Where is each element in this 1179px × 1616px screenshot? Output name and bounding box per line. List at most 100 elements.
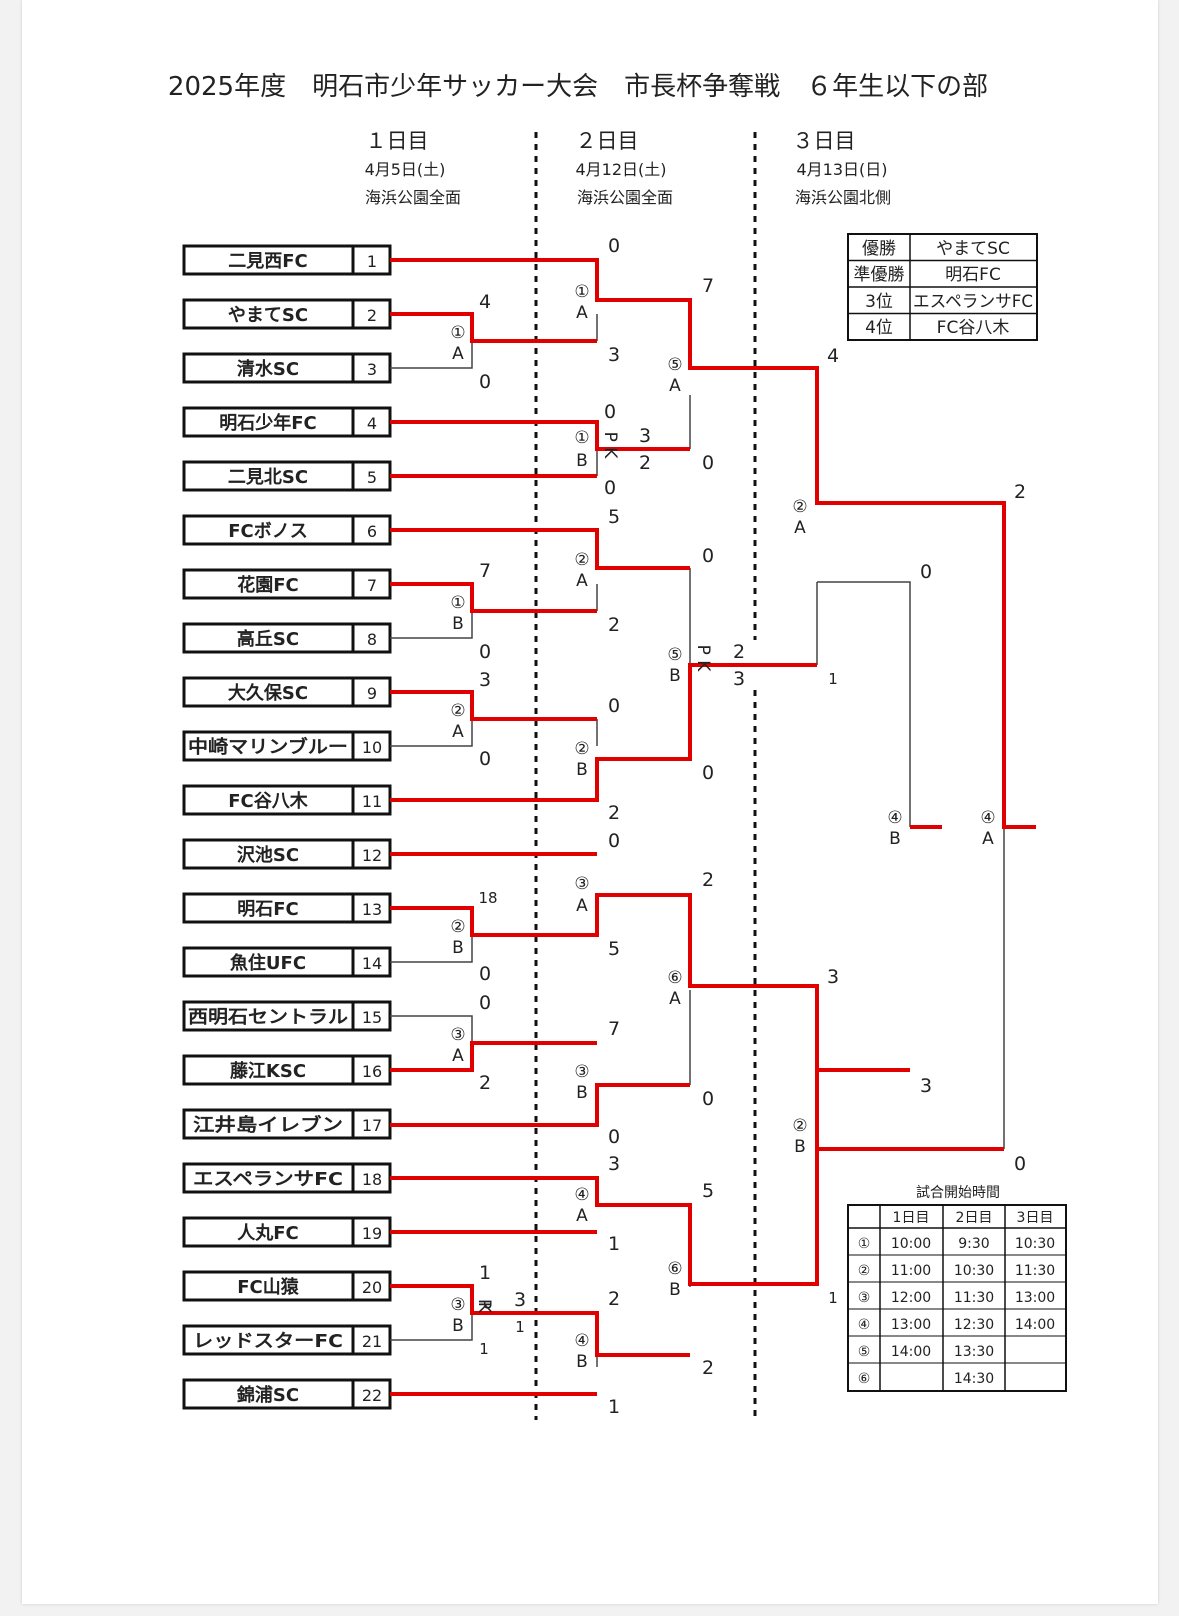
- team-name: FC谷八木: [228, 790, 309, 812]
- schedule-time: 10:30: [1015, 1236, 1055, 1252]
- team-name: 大久保SC: [228, 682, 308, 704]
- team-name: 二見西FC: [228, 251, 308, 272]
- score-bottom: 0: [702, 1088, 714, 1110]
- day3-venue: 海浜公園北側: [795, 188, 891, 207]
- standings-rank: 準優勝: [854, 265, 905, 285]
- schedule-time: 10:00: [891, 1236, 931, 1252]
- schedule-time: 10:30: [954, 1263, 994, 1279]
- score-bottom: 5: [608, 938, 620, 960]
- day1-date: 4月5日(土): [365, 160, 446, 179]
- match-number: ②: [574, 550, 589, 570]
- team-name: 清水SC: [237, 358, 299, 380]
- match-number: ③: [450, 1025, 465, 1045]
- match-number: ③: [450, 1295, 465, 1315]
- team-seed: 17: [362, 1116, 382, 1135]
- match-court: B: [452, 938, 464, 958]
- winner-path: [390, 582, 597, 613]
- team-seed: 18: [362, 1170, 382, 1189]
- day1-label: １日目: [366, 129, 429, 153]
- match-number: ④: [574, 1331, 589, 1351]
- match-court: A: [982, 829, 994, 849]
- winner-path-akashi: [390, 893, 1004, 1151]
- score-bottom: 1: [608, 1396, 620, 1418]
- score-top: 0: [608, 695, 620, 717]
- match-number-court: A: [576, 896, 588, 916]
- score-bottom: 0: [479, 371, 491, 393]
- score-bottom: 3: [608, 344, 620, 366]
- match-number: ①: [574, 428, 589, 448]
- team-seed: 6: [367, 522, 377, 541]
- team-seed: 1: [367, 252, 377, 271]
- team-name: 魚住UFC: [230, 952, 306, 974]
- bracket-line: [817, 581, 911, 827]
- bracket-line: [390, 341, 473, 369]
- final-standings-table: 優勝 やまてSC 準優勝 明石FC 3位 エスペランサFC 4位 FC谷八木: [847, 233, 1038, 341]
- score-top: 3: [827, 966, 839, 988]
- winner-path: [390, 1284, 690, 1357]
- pk-score-bottom: 3: [733, 668, 745, 690]
- team-seed-box: [351, 784, 392, 816]
- match-court: B: [576, 451, 588, 471]
- team-seed: 5: [367, 468, 377, 487]
- team-name: やまてSC: [228, 305, 308, 326]
- day2-date: 4月12日(土): [575, 160, 666, 179]
- day2-label: ２日目: [576, 129, 639, 153]
- score-top: 7: [479, 560, 491, 582]
- schedule-time: 12:30: [954, 1317, 994, 1333]
- match-number: ②: [792, 497, 807, 517]
- winner-path: [390, 420, 690, 451]
- match-court: B: [576, 760, 588, 780]
- match-court: B: [452, 614, 464, 634]
- tournament-title: 2025年度 明石市少年サッカー大会 市長杯争奪戦 ６年生以下の部: [168, 72, 988, 102]
- score-bottom: 1: [828, 1289, 838, 1307]
- match-number: ④: [574, 1185, 589, 1205]
- score-top: 2: [608, 1288, 620, 1310]
- match-number: ①: [574, 282, 589, 302]
- schedule-slot: ②: [858, 1263, 871, 1279]
- winner-path: [390, 312, 597, 343]
- bracket-line: [390, 611, 473, 639]
- match-court: A: [452, 722, 464, 742]
- team-name: 西明石セントラル: [188, 1007, 348, 1028]
- match-court: B: [576, 1083, 588, 1103]
- match-number: ②: [792, 1116, 807, 1136]
- winner-path-taniyagi: [390, 663, 817, 802]
- score-top: 7: [702, 275, 714, 297]
- schedule-slot: ④: [858, 1317, 871, 1333]
- standings-rank: 4位: [865, 318, 893, 338]
- schedule-time: 14:00: [1015, 1317, 1055, 1333]
- team-seed-box: [351, 622, 392, 654]
- team-seed: 12: [362, 846, 382, 865]
- score-bottom: 1: [608, 1233, 620, 1255]
- bracket-winner-lines: [390, 258, 1036, 1396]
- score-top: 0: [479, 992, 491, 1014]
- winner-path: [390, 1041, 597, 1072]
- winner-path: [390, 528, 690, 570]
- score-top: 1: [479, 1262, 491, 1284]
- match-court: A: [669, 989, 681, 1009]
- pk-score-bottom: 2: [639, 452, 651, 474]
- match-court: A: [794, 518, 806, 538]
- match-number: ①: [450, 593, 465, 613]
- team-name: 明石FC: [237, 899, 299, 920]
- schedule-border: [847, 1204, 1067, 1392]
- schedule-time: 11:00: [891, 1263, 931, 1279]
- winner-path: [390, 690, 597, 721]
- score-top: 3: [479, 669, 491, 691]
- team-name: FC山猿: [237, 1276, 300, 1298]
- team-seed: 16: [362, 1062, 382, 1081]
- score-bottom: 0: [479, 748, 491, 770]
- team-name: FCボノス: [228, 521, 308, 542]
- standings-team: 明石FC: [945, 265, 1001, 285]
- match-number: ④: [980, 808, 995, 828]
- pk-score-top: 2: [733, 641, 745, 663]
- match-number: ②: [450, 917, 465, 937]
- standings-team: FC谷八木: [937, 318, 1010, 338]
